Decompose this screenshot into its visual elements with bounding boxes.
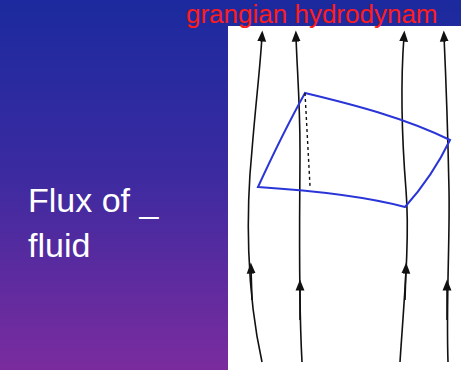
streamline [248,36,262,362]
flux-surface [258,93,450,207]
streamline-arrow [251,268,252,300]
hidden-edge [305,93,310,186]
streamline [444,36,449,362]
streamline [400,36,407,362]
streamline-arrow [405,268,406,300]
streamline [296,36,302,362]
slide-text: Flux of _ [28,181,158,219]
slide-text: fluid [28,226,90,264]
streamline-arrow [446,285,448,320]
slide-title: grangian hydrodynam [186,1,438,27]
figure-panel [228,26,461,370]
streamline-arrow [299,285,301,320]
